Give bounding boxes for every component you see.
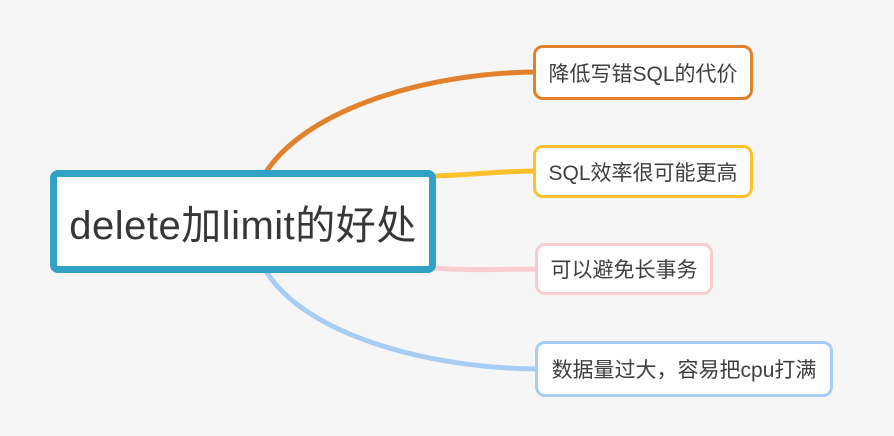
branch-label-4: 数据量过大，容易把cpu打满 <box>551 359 817 382</box>
branch-label-2: SQL效率很可能更高 <box>548 161 738 185</box>
connector-branch-3 <box>430 265 544 273</box>
branch-label-1: 降低写错SQL的代价 <box>548 62 738 86</box>
branch-node-3[interactable]: 可以避免长事务 <box>535 243 713 295</box>
branch-label-3: 可以避免长事务 <box>550 259 698 282</box>
root-topic-node[interactable]: delete加limit的好处 <box>50 170 436 273</box>
connector-branch-2 <box>430 168 542 179</box>
connector-branch-4 <box>263 268 544 372</box>
branch-node-1[interactable]: 降低写错SQL的代价 <box>533 45 753 100</box>
branch-node-2[interactable]: SQL效率很可能更高 <box>533 145 753 198</box>
root-topic-label: delete加limit的好处 <box>69 203 417 248</box>
branch-node-4[interactable]: 数据量过大，容易把cpu打满 <box>535 341 833 397</box>
connector-branch-1 <box>263 69 542 175</box>
